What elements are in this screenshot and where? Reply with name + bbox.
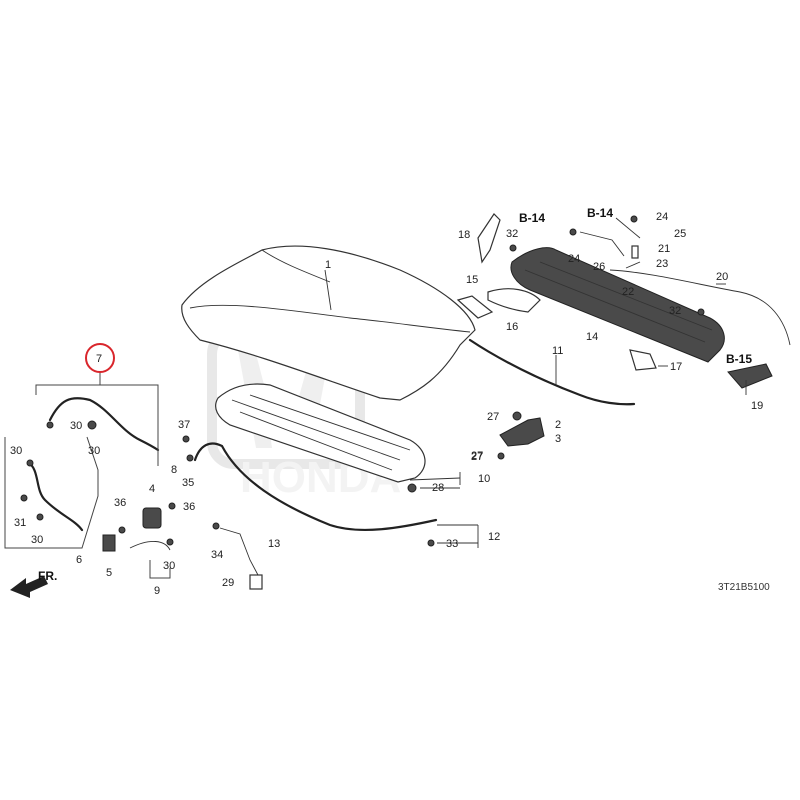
hood-rear-seal[interactable] [468, 338, 636, 406]
ref-label[interactable]: B-14 [587, 206, 613, 220]
callout[interactable]: 32 [506, 228, 518, 240]
direction-label: FR. [38, 569, 57, 583]
callout[interactable]: 29 [222, 577, 234, 589]
callout[interactable]: 26 [593, 261, 605, 273]
ref-label[interactable]: B-14 [519, 211, 545, 225]
callout[interactable]: 6 [76, 554, 82, 566]
callout[interactable]: 2 [555, 419, 561, 431]
callout[interactable]: 37 [178, 419, 190, 431]
callout[interactable]: 5 [106, 567, 112, 579]
part-19-trim[interactable] [727, 363, 773, 389]
callout[interactable]: 17 [670, 361, 682, 373]
callout[interactable]: 8 [171, 464, 177, 476]
fasteners[interactable] [20, 215, 705, 547]
callout[interactable]: 30 [10, 445, 22, 457]
callout[interactable]: 24 [656, 211, 668, 223]
part-7-cable-upper[interactable] [48, 397, 160, 452]
part-2-3-hinge[interactable] [499, 417, 545, 447]
callout[interactable]: 30 [88, 445, 100, 457]
callout[interactable]: 15 [466, 274, 478, 286]
callout[interactable]: 19 [751, 400, 763, 412]
callout-labels: 1 2 3 4 5 6 7 8 9 10 11 12 13 14 15 16 1… [10, 206, 770, 597]
callout[interactable]: 35 [182, 477, 194, 489]
part-16-cover[interactable] [487, 288, 541, 313]
callout[interactable]: 36 [183, 501, 195, 513]
hood-frame[interactable] [215, 383, 426, 483]
callout[interactable]: 22 [622, 286, 634, 298]
part-6-cable-lower[interactable] [26, 460, 84, 532]
hood-front-weatherstrip[interactable] [193, 442, 438, 532]
callout[interactable]: 1 [325, 259, 331, 271]
callout[interactable]: 10 [478, 473, 490, 485]
front-direction-arrow-icon: FR. [10, 569, 57, 598]
part-9-cable[interactable] [129, 541, 171, 551]
part-17-cap[interactable] [629, 349, 657, 371]
callout[interactable]: 25 [674, 228, 686, 240]
callout[interactable]: 27 [471, 450, 483, 462]
part-18-side-cover[interactable] [477, 213, 501, 264]
hood-latch[interactable] [142, 507, 162, 529]
callout[interactable]: 20 [716, 271, 728, 283]
ref-label[interactable]: B-15 [726, 352, 752, 366]
callout[interactable]: 28 [432, 482, 444, 494]
cowl-top-cover[interactable] [510, 247, 725, 363]
callout[interactable]: 4 [149, 483, 155, 495]
callout[interactable]: 27 [471, 451, 483, 463]
latch-bracket[interactable] [102, 534, 116, 552]
callout[interactable]: 30 [70, 420, 82, 432]
callout[interactable]: 9 [154, 585, 160, 597]
group-frame-6 [4, 436, 99, 549]
diagram-code: 3T21B5100 [718, 582, 770, 593]
callout[interactable]: 34 [211, 549, 223, 561]
callout[interactable]: 24 [568, 253, 580, 265]
group-frame-7 [35, 372, 159, 466]
part-15-bracket[interactable] [456, 295, 494, 319]
group-frame-9 [149, 560, 171, 579]
part-21-23-nozzles[interactable] [625, 245, 641, 269]
callout[interactable]: 13 [268, 538, 280, 550]
part-29-stay[interactable] [249, 574, 263, 590]
callout[interactable]: 14 [586, 331, 598, 343]
hood-panel[interactable] [181, 245, 476, 401]
callout[interactable]: 31 [14, 517, 26, 529]
callout[interactable]: 30 [163, 560, 175, 572]
callout[interactable]: 7 [96, 353, 102, 365]
callout[interactable]: 33 [446, 538, 458, 550]
callout[interactable]: 27 [487, 411, 499, 423]
callout[interactable]: 18 [458, 229, 470, 241]
callout[interactable]: 32 [669, 305, 681, 317]
part-26-washer-hose[interactable] [579, 231, 625, 257]
callout[interactable]: 36 [114, 497, 126, 509]
part-13-rod[interactable] [219, 527, 259, 576]
part-20-washer-tube[interactable] [609, 269, 791, 346]
leader-lines [324, 217, 747, 548]
callout[interactable]: 21 [658, 243, 670, 255]
callout[interactable]: 11 [552, 345, 563, 357]
callout[interactable]: 16 [506, 321, 518, 333]
callout[interactable]: 3 [555, 433, 561, 445]
callout[interactable]: 23 [656, 258, 668, 270]
highlight-circle [85, 343, 115, 373]
callout[interactable]: 30 [31, 534, 43, 546]
callout[interactable]: 12 [488, 531, 500, 543]
